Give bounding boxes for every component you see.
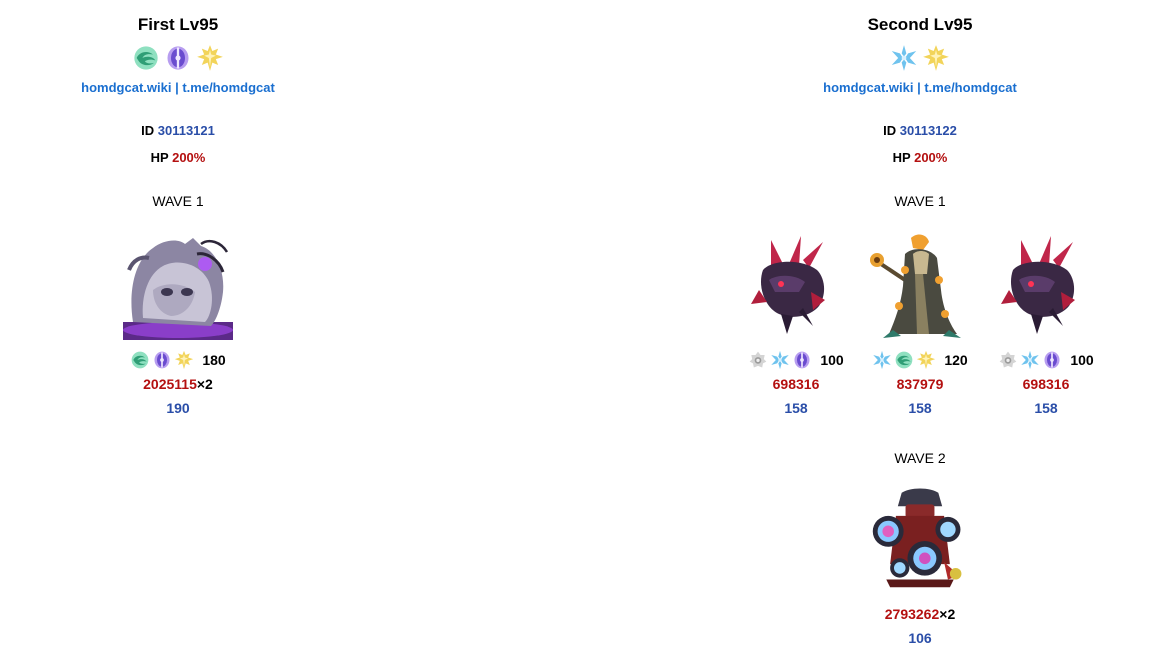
second-half-id: ID 30113122	[745, 123, 1095, 138]
enemy-hp-value: 698316	[1022, 376, 1070, 392]
anemo-icon	[130, 350, 150, 370]
enemy-card[interactable]: 120 837979 158	[862, 230, 978, 416]
dendro-icon	[196, 44, 224, 72]
electro-icon	[792, 350, 812, 370]
telegram-link[interactable]: t.me/homdgcat	[924, 80, 1017, 95]
second-wave-2-label: WAVE 2	[894, 450, 946, 466]
second-half-links: homdgcat.wiki | t.me/homdgcat	[745, 80, 1095, 95]
weakness-toughness-row: 120	[862, 349, 978, 371]
second-half-elements	[745, 44, 1095, 72]
weakness-toughness-row: 100	[738, 349, 854, 371]
enemy-level: 158	[1034, 400, 1058, 416]
goggled-automaton-boss-portrait	[872, 488, 962, 588]
id-value: 30113122	[899, 123, 957, 138]
id-value: 30113121	[157, 123, 215, 138]
homdgcat-wiki-link[interactable]: homdgcat.wiki	[81, 80, 172, 95]
enemy-hp-value: 837979	[896, 376, 944, 392]
toughness-value: 120	[944, 352, 968, 368]
enemy-hp: 837979	[862, 376, 978, 392]
hp-label: HP	[892, 150, 911, 165]
enemy-hp: 2025115×2	[120, 376, 236, 392]
id-label: ID	[883, 123, 897, 138]
cryo-icon	[890, 44, 918, 72]
enemy-hp: 2793262×2	[862, 606, 978, 622]
toughness-value: 100	[1070, 352, 1094, 368]
enemy-card[interactable]: 100 698316 158	[738, 230, 854, 416]
anemo-icon	[894, 350, 914, 370]
first-half-id: ID 30113121	[78, 123, 278, 138]
enemy-level: 190	[166, 400, 190, 416]
first-half-links: homdgcat.wiki | t.me/homdgcat	[78, 80, 278, 95]
hp-multiplier-value: 200%	[914, 150, 948, 165]
electro-icon	[164, 44, 192, 72]
enemy-hp: 698316	[988, 376, 1104, 392]
first-wave-1-label: WAVE 1	[152, 193, 204, 209]
red-mech-hound-portrait	[1001, 236, 1075, 334]
enemy-count: ×2	[196, 376, 213, 392]
enemy-hp-value: 698316	[772, 376, 820, 392]
second-wave-1-label: WAVE 1	[894, 193, 946, 209]
telegram-link[interactable]: t.me/homdgcat	[182, 80, 275, 95]
cryo-icon	[1020, 350, 1040, 370]
cryo-icon	[872, 350, 892, 370]
enemy-count: ×2	[939, 606, 956, 622]
link-separator: |	[171, 80, 183, 95]
physical-icon	[998, 350, 1018, 370]
toughness-value: 100	[820, 352, 844, 368]
dendro-icon	[174, 350, 194, 370]
first-half-elements	[78, 44, 278, 72]
enemy-hp-value: 2025115	[143, 376, 197, 392]
dendro-icon	[916, 350, 936, 370]
enemy-card[interactable]: 100 698316 158	[988, 230, 1104, 416]
golden-staff-knight-portrait	[870, 234, 961, 338]
dendro-icon	[922, 44, 950, 72]
enemy-card[interactable]: 2793262×2 106	[862, 487, 978, 646]
anemo-icon	[132, 44, 160, 72]
id-label: ID	[141, 123, 155, 138]
first-half-title: First Lv95	[137, 15, 219, 34]
physical-icon	[748, 350, 768, 370]
gargoyle-shadow-beast-portrait	[123, 238, 233, 340]
enemy-hp-value: 2793262	[884, 606, 940, 622]
link-separator: |	[913, 80, 925, 95]
hp-multiplier-value: 200%	[172, 150, 206, 165]
enemy-level: 158	[908, 400, 932, 416]
hp-label: HP	[150, 150, 169, 165]
red-mech-hound-portrait	[751, 236, 825, 334]
enemy-level: 106	[908, 630, 932, 646]
enemy-level: 158	[784, 400, 808, 416]
first-half-hp: HP 200%	[78, 150, 278, 165]
homdgcat-wiki-link[interactable]: homdgcat.wiki	[823, 80, 914, 95]
second-half-hp: HP 200%	[745, 150, 1095, 165]
cryo-icon	[770, 350, 790, 370]
electro-icon	[152, 350, 172, 370]
second-half-title: Second Lv95	[867, 15, 973, 34]
toughness-value: 180	[202, 352, 226, 368]
weakness-toughness-row: 180	[120, 349, 236, 371]
enemy-hp: 698316	[738, 376, 854, 392]
electro-icon	[1042, 350, 1062, 370]
enemy-card[interactable]: 180 2025115×2 190	[120, 230, 236, 416]
weakness-toughness-row: 100	[988, 349, 1104, 371]
